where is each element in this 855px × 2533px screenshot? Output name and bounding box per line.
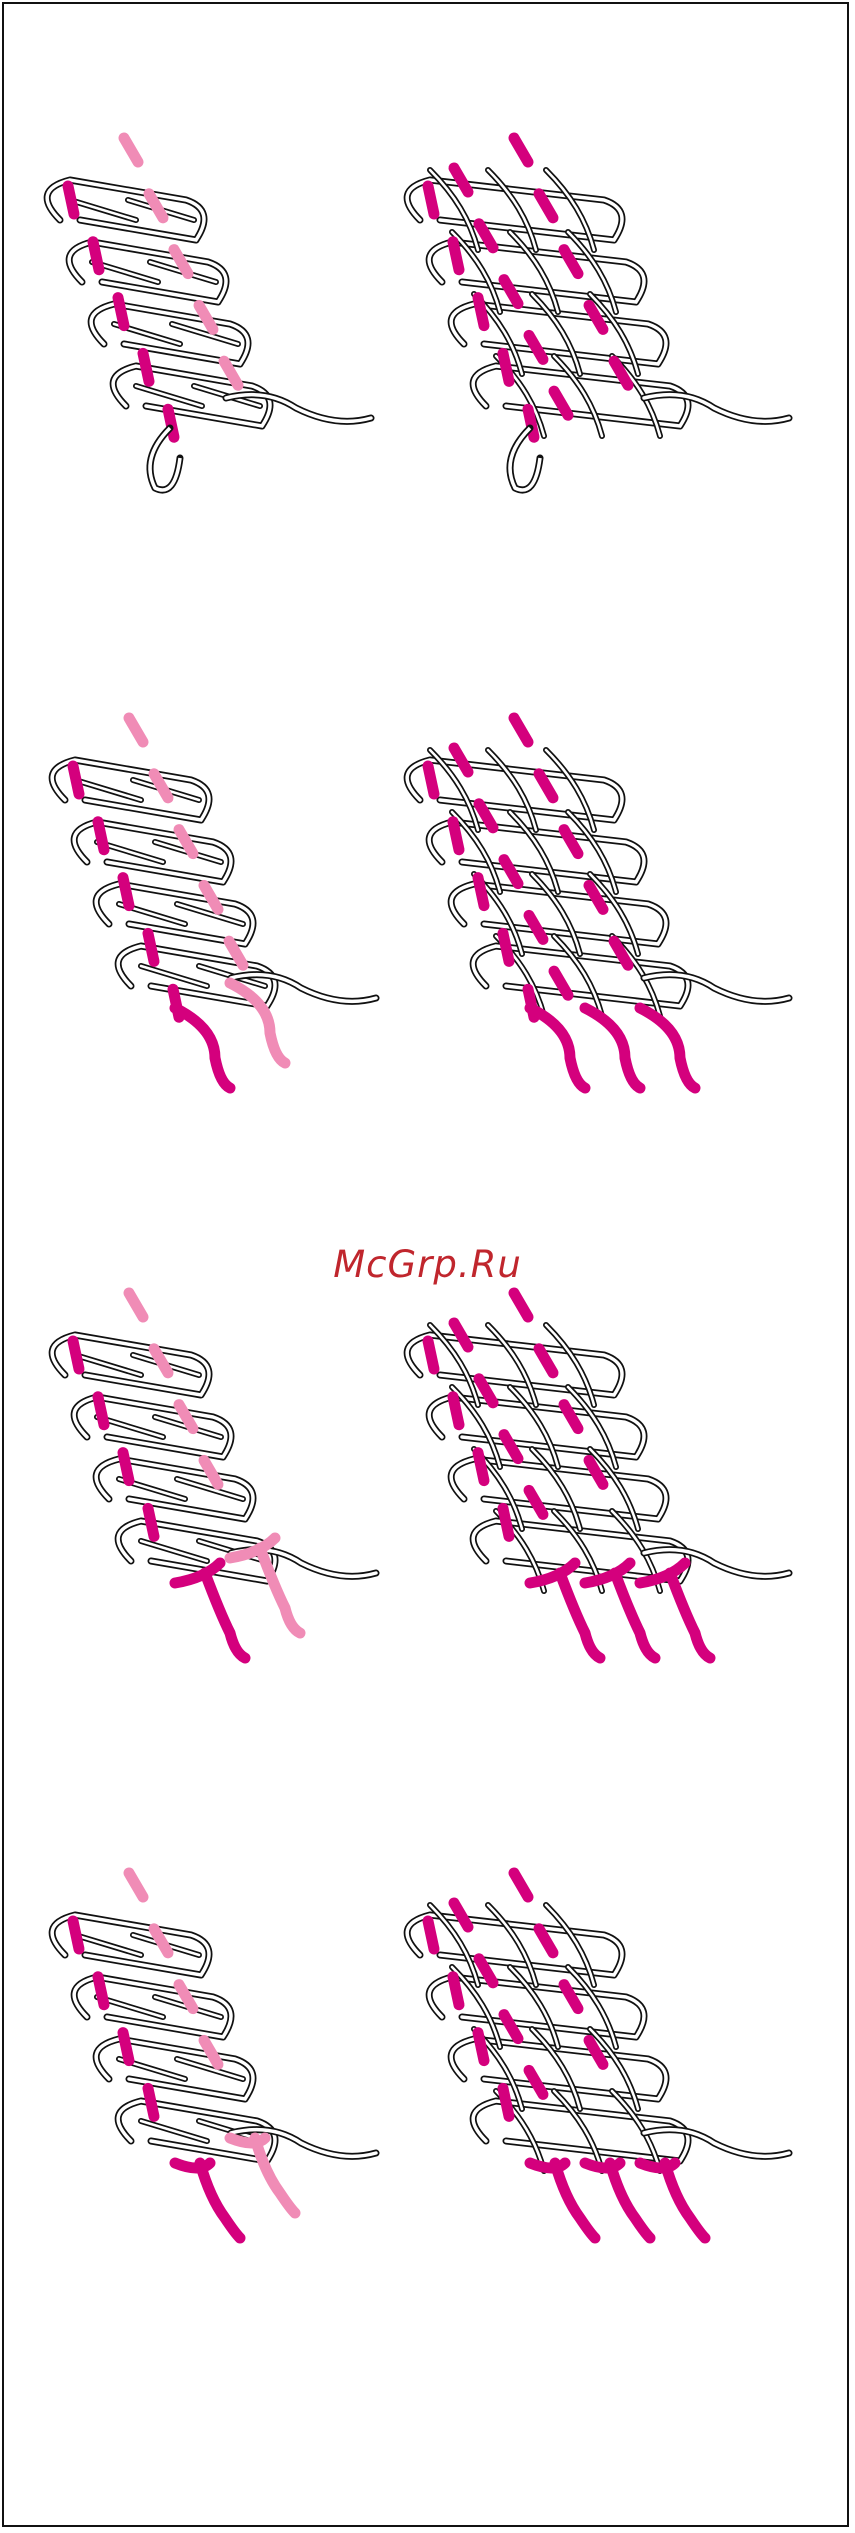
lacing-diagram-row2-right xyxy=(407,718,789,1088)
peg-middle xyxy=(504,1435,518,1459)
peg-left xyxy=(453,242,459,270)
lace-end xyxy=(640,1563,710,1658)
lace-end xyxy=(230,2138,295,2213)
lace-end xyxy=(585,1008,640,1088)
lacing-diagram-row4-right xyxy=(407,1873,789,2238)
peg-left xyxy=(98,1397,104,1425)
trailing-cord-fill xyxy=(644,395,789,422)
lace-end xyxy=(640,2163,705,2238)
peg-left xyxy=(143,353,149,381)
lacing-diagram-row4-left xyxy=(52,1873,376,2238)
peg-middle xyxy=(454,168,468,192)
peg-left xyxy=(428,186,434,214)
peg-right xyxy=(204,2040,218,2064)
peg-middle xyxy=(454,1903,468,1927)
peg-left xyxy=(73,1341,79,1369)
peg-left xyxy=(148,2088,154,2116)
peg-middle xyxy=(529,2070,543,2094)
watermark-text: McGrp.Ru xyxy=(0,1243,855,1286)
peg-left xyxy=(148,1508,154,1536)
peg-right xyxy=(514,1293,528,1317)
peg-middle xyxy=(529,335,543,359)
peg-left xyxy=(453,822,459,850)
peg-middle xyxy=(529,1490,543,1514)
peg-middle xyxy=(529,915,543,939)
peg-left xyxy=(453,1397,459,1425)
peg-left xyxy=(118,298,124,326)
peg-left xyxy=(478,1453,484,1481)
lacing-diagram-row2-left xyxy=(52,718,376,1088)
trailing-cord-fill xyxy=(644,2130,789,2157)
peg-right xyxy=(204,1460,218,1484)
lace-end xyxy=(230,1538,300,1633)
peg-left xyxy=(503,353,509,381)
peg-right xyxy=(129,1873,143,1897)
peg-left xyxy=(98,822,104,850)
lacing-diagram-row1-left xyxy=(47,138,371,490)
peg-left xyxy=(123,2033,129,2061)
peg-left xyxy=(73,1921,79,1949)
lacing-diagram-row3-left xyxy=(52,1293,376,1658)
peg-middle xyxy=(504,2015,518,2039)
lacing-diagram-row3-right xyxy=(407,1293,789,1658)
peg-left xyxy=(148,933,154,961)
peg-right xyxy=(204,885,218,909)
peg-left xyxy=(68,186,74,214)
peg-left xyxy=(503,933,509,961)
lace-end xyxy=(175,2163,240,2238)
peg-right xyxy=(129,718,143,742)
trailing-cord-fill xyxy=(644,975,789,1002)
peg-left xyxy=(503,1508,509,1536)
peg-right xyxy=(514,718,528,742)
lace-end xyxy=(640,1008,695,1088)
lace-end xyxy=(530,2163,595,2238)
peg-left xyxy=(123,878,129,906)
peg-middle xyxy=(504,280,518,304)
peg-left xyxy=(428,1341,434,1369)
peg-right xyxy=(514,138,528,162)
peg-left xyxy=(503,2088,509,2116)
peg-right xyxy=(129,1293,143,1317)
peg-left xyxy=(478,878,484,906)
peg-left xyxy=(428,1921,434,1949)
peg-left xyxy=(453,1977,459,2005)
peg-right xyxy=(199,305,213,329)
lace-end xyxy=(585,2163,650,2238)
peg-left xyxy=(478,2033,484,2061)
peg-middle xyxy=(504,860,518,884)
peg-middle xyxy=(454,748,468,772)
peg-left xyxy=(428,766,434,794)
lace-end xyxy=(230,983,285,1063)
peg-middle xyxy=(454,1323,468,1347)
peg-right xyxy=(514,1873,528,1897)
peg-left xyxy=(98,1977,104,2005)
lacing-diagram-row1-right xyxy=(407,138,789,490)
trailing-cord-fill xyxy=(226,395,371,422)
peg-left xyxy=(123,1453,129,1481)
peg-right xyxy=(124,138,138,162)
peg-left xyxy=(478,298,484,326)
peg-left xyxy=(73,766,79,794)
peg-left xyxy=(93,242,99,270)
